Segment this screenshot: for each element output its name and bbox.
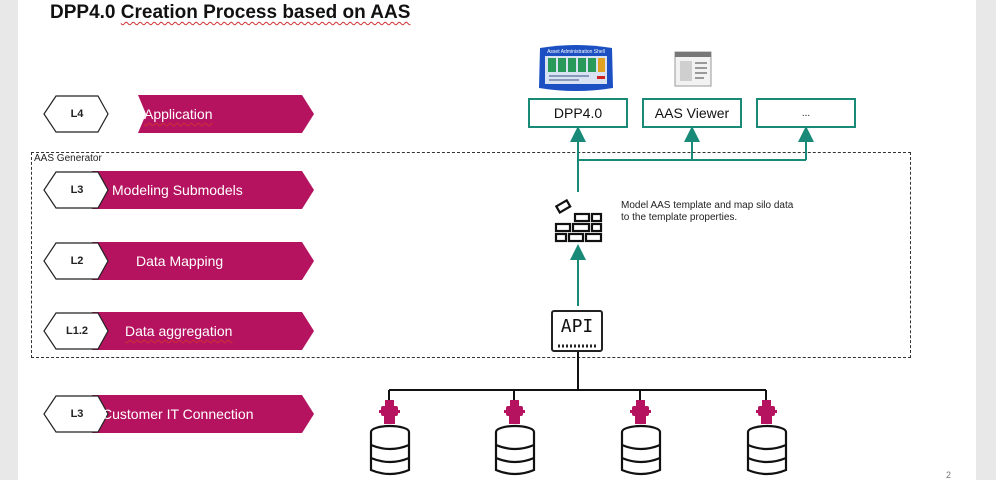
layer-chevron-shape — [43, 312, 314, 350]
database-icon — [369, 424, 411, 476]
aas-screenshot-icon: Asset Administration Shell — [539, 45, 613, 91]
layer-code: L2 — [70, 255, 84, 267]
document-viewer-icon — [674, 51, 712, 87]
database-icon — [746, 424, 788, 476]
aas-generator-label: AAS Generator — [34, 153, 102, 164]
connector-plug-icon — [630, 400, 651, 424]
layer-row-l1-2: L1.2 Data aggregation — [42, 312, 314, 350]
database-with-plug-3 — [620, 400, 662, 476]
layer-chevron-shape — [43, 171, 314, 209]
title-main: Creation Process based on AAS — [120, 2, 411, 23]
aas-generator-frame — [31, 152, 911, 358]
layer-label: Data aggregation — [125, 323, 233, 339]
api-icon: API — [551, 310, 603, 352]
api-label: API — [560, 316, 594, 337]
app-box-more: ... — [756, 98, 856, 128]
layer-row-l4: L4 Application — [42, 95, 314, 133]
database-with-plug-1 — [369, 400, 411, 476]
layer-code: L3 — [70, 184, 84, 196]
layer-code: L4 — [70, 108, 84, 120]
layer-chevron-shape — [43, 242, 314, 280]
database-icon — [620, 424, 662, 476]
layer-chevron-shape — [43, 95, 314, 133]
app-box-label: AAS Viewer — [654, 105, 730, 121]
database-with-plug-2 — [494, 400, 536, 476]
database-icon — [494, 424, 536, 476]
app-box-label: DPP4.0 — [553, 105, 603, 121]
app-box-dpp: DPP4.0 — [528, 98, 628, 128]
layer-chevron-shape — [43, 395, 314, 433]
connector-plug-icon — [756, 400, 777, 424]
layer-label: Modeling Submodels — [112, 182, 243, 198]
app-box-label: ... — [801, 107, 811, 119]
layer-label: Customer IT Connection — [102, 406, 254, 422]
layer-label: Data Mapping — [136, 253, 224, 269]
layer-code: L1.2 — [65, 325, 88, 337]
layer-row-l3-customer: L3 Customer IT Connection — [42, 395, 314, 433]
aas-thumbnail-title: Asset Administration Shell — [547, 49, 605, 55]
layer-label: Application — [144, 106, 213, 122]
layer-row-l3: L3 Modeling Submodels — [42, 171, 314, 209]
connector-plug-icon — [504, 400, 525, 424]
connector-plug-icon — [379, 400, 400, 424]
wall-description-note: Model AAS template and map silo data to … — [621, 200, 794, 223]
layer-row-l2: L2 Data Mapping — [42, 242, 314, 280]
page-number: 2 — [946, 470, 952, 480]
title-prefix: DPP4.0 — [50, 2, 121, 23]
brick-wall-icon — [554, 198, 603, 243]
api-pins — [558, 344, 598, 348]
page-title: DPP4.0 Creation Process based on AAS — [50, 2, 410, 24]
database-with-plug-4 — [746, 400, 788, 476]
layer-code: L3 — [70, 408, 84, 420]
